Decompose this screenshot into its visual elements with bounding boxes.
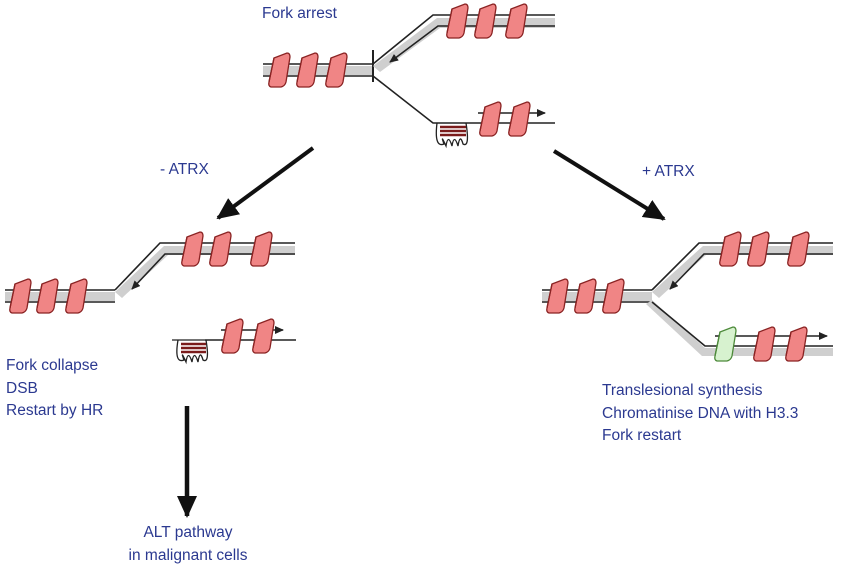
fork-restart-text: Translesional synthesis Chromatinise DNA…	[602, 380, 798, 448]
left-arm-top	[114, 242, 295, 291]
upper-arm-shadow	[373, 18, 555, 72]
arrow-to-plus-atrx	[552, 149, 666, 221]
fork-collapse-structure	[5, 231, 296, 365]
collapse-line-2: DSB	[6, 379, 38, 397]
restart-line-1: Translesional synthesis	[602, 382, 763, 399]
restart-line-3: Fork restart	[602, 427, 682, 444]
right-upper-arm-shadow	[652, 246, 833, 298]
fork-arrest-label: Fork arrest	[262, 5, 337, 22]
alt-line-2: in malignant cells	[128, 546, 248, 564]
fork-collapse-text: Fork collapse DSB Restart by HR	[6, 355, 103, 423]
lesion-coil-icon	[435, 122, 469, 149]
left-duplex-shadow	[5, 292, 115, 301]
collapse-line-3: Restart by HR	[6, 402, 104, 419]
left-arm-new-strand	[131, 253, 295, 290]
right-upper-arm-top	[651, 242, 833, 291]
upper-arm-new-strand	[389, 25, 555, 63]
fork-arrest-structure	[263, 3, 555, 149]
right-lower-arm-shadow	[646, 300, 833, 356]
parental-dna-shadow	[263, 66, 373, 75]
collapse-line-1: Fork collapse	[6, 357, 99, 374]
alt-pathway-text: ALT pathway in malignant cells	[108, 522, 268, 567]
collapsed-lesion-icon	[172, 339, 209, 365]
restart-line-2: Chromatinise DNA with H3.3	[602, 404, 799, 422]
right-duplex-shadow	[542, 292, 652, 301]
plus-atrx-label: + ATRX	[642, 163, 695, 180]
fork-restart-structure	[542, 231, 833, 362]
arrow-to-minus-atrx	[216, 146, 315, 220]
alt-line-1: ALT pathway	[143, 524, 233, 541]
minus-atrx-label: - ATRX	[160, 161, 209, 178]
